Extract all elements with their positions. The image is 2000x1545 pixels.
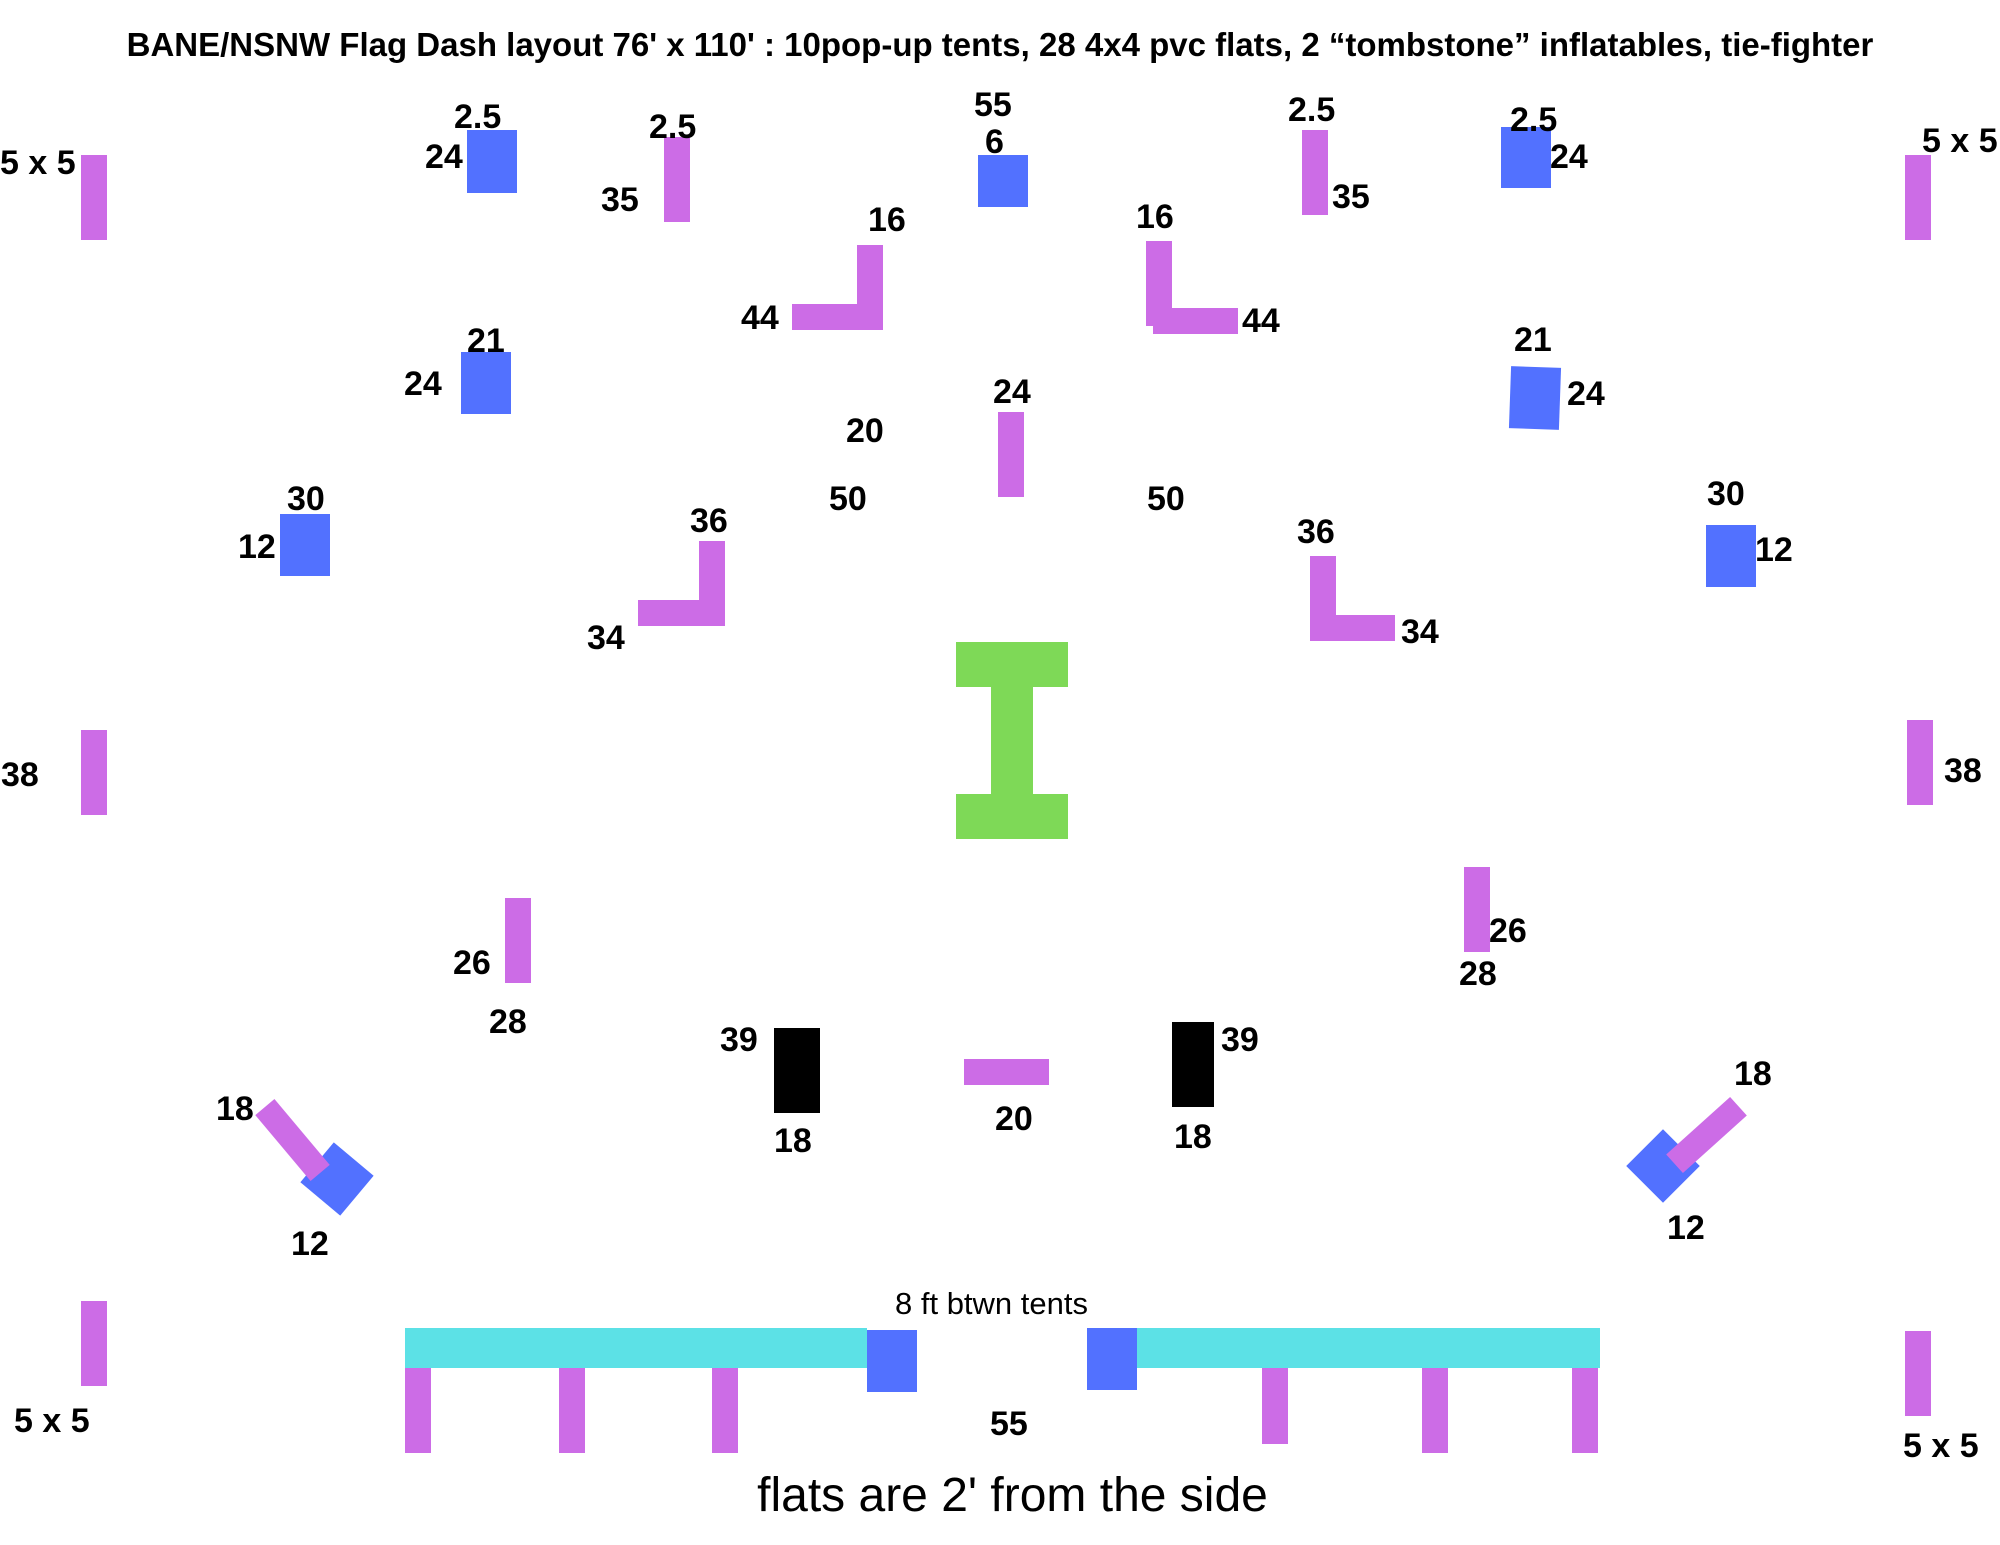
- pvc-flat-l-ml-horizontal: [638, 600, 723, 626]
- label-tent-l3-side: 12: [238, 528, 276, 566]
- pvc-flat-lower-right: [1464, 867, 1490, 952]
- label-diag-r-top: 18: [1734, 1055, 1772, 1093]
- label-center-20: 20: [846, 412, 884, 450]
- pvc-flat-bottom-l1: [405, 1368, 431, 1453]
- label-tent-tl-top: 2.5: [454, 98, 502, 136]
- pvc-flat-l-tr-horizontal: [1153, 308, 1238, 334]
- pvc-flat-diag-left: [255, 1099, 330, 1181]
- label-l-mr-side: 34: [1401, 613, 1439, 651]
- label-diag-r-bottom: 12: [1667, 1209, 1705, 1247]
- label-tent-r2-top: 21: [1514, 321, 1552, 359]
- pvc-flat-corner-tl: [81, 155, 107, 240]
- label-flat-tl-top: 2.5: [649, 108, 697, 146]
- label-tomb-l-top: 39: [720, 1021, 758, 1059]
- pvc-flat-right-mid: [1907, 720, 1933, 805]
- label-corner-bl: 5 x 5: [14, 1402, 90, 1440]
- pvc-flat-lower-left: [505, 898, 531, 983]
- label-flat-tl-side: 35: [601, 181, 639, 219]
- label-flat-tr-top: 2.5: [1288, 91, 1336, 129]
- pvc-flat-corner-tr: [1905, 155, 1931, 240]
- label-center-flat-bottom: 20: [995, 1100, 1033, 1138]
- pvc-flat-left-mid: [81, 730, 107, 815]
- pvc-flat-bottom-l3: [712, 1368, 738, 1453]
- pop-up-tent-tr: [1501, 127, 1551, 188]
- pvc-flat-top-right: [1302, 130, 1328, 215]
- pvc-flat-l-mr-horizontal: [1310, 615, 1395, 641]
- label-right-mid: 38: [1944, 752, 1982, 790]
- pvc-flat-corner-br: [1905, 1331, 1931, 1416]
- label-tent-l3-top: 30: [287, 480, 325, 518]
- label-diag-l-bottom: 12: [291, 1225, 329, 1263]
- label-tomb-r-bottom: 18: [1174, 1118, 1212, 1156]
- tombstone-inflatable-left: [774, 1028, 820, 1113]
- pvc-flat-center-lower: [964, 1059, 1049, 1085]
- label-tent-l2-side: 24: [404, 365, 442, 403]
- pop-up-tent-tl: [467, 130, 517, 193]
- pvc-flat-diag-right: [1666, 1096, 1747, 1174]
- label-l-tl-side: 44: [741, 299, 779, 337]
- pop-up-tent-left-3: [280, 514, 330, 576]
- tie-fighter-top-wing: [956, 642, 1068, 687]
- pvc-flat-bottom-r2: [1422, 1368, 1448, 1453]
- label-tent-r3-side: 12: [1755, 531, 1793, 569]
- pop-up-tent-right-2: [1508, 366, 1562, 430]
- pvc-flat-bottom-l2: [559, 1368, 585, 1453]
- label-tent-r2-side: 24: [1567, 375, 1605, 413]
- pvc-flat-corner-bl: [81, 1301, 107, 1386]
- tent-row-right: [1137, 1328, 1600, 1368]
- label-tent-tr-side: 24: [1550, 138, 1588, 176]
- pvc-flat-bottom-r1: [1262, 1368, 1288, 1444]
- label-l-tr-side: 44: [1242, 302, 1280, 340]
- flats-side-note: flats are 2' from the side: [757, 1469, 1268, 1522]
- label-tent-r3-top: 30: [1707, 475, 1745, 513]
- tent-row-left: [405, 1328, 867, 1368]
- label-l-tl-top: 16: [868, 201, 906, 239]
- label-l-ml-top: 36: [690, 502, 728, 540]
- pvc-flat-top-left: [664, 137, 690, 222]
- label-bottom-center: 55: [990, 1405, 1028, 1443]
- label-center-flat-top: 24: [993, 373, 1031, 411]
- tie-fighter-body: [991, 685, 1033, 796]
- pop-up-tent-bottom-right: [1087, 1328, 1137, 1390]
- label-l-mr-top: 36: [1297, 513, 1335, 551]
- label-l-ml-side: 34: [587, 619, 625, 657]
- pvc-flat-l-tl-horizontal: [792, 304, 877, 330]
- tie-fighter-bottom-wing: [956, 794, 1068, 839]
- pop-up-tent-right-3: [1706, 525, 1756, 587]
- pop-up-tent-bottom-left: [867, 1330, 917, 1392]
- label-flat-rl-a: 26: [1489, 912, 1527, 950]
- label-left-mid: 38: [1, 756, 39, 794]
- label-top-center-b: 6: [985, 123, 1004, 161]
- label-diag-l-top: 18: [216, 1090, 254, 1128]
- label-tent-l2-top: 21: [467, 322, 505, 360]
- label-tent-tl-side: 24: [425, 138, 463, 176]
- label-flat-ll-a: 26: [453, 944, 491, 982]
- label-flat-ll-b: 28: [489, 1003, 527, 1041]
- label-tomb-r-top: 39: [1221, 1021, 1259, 1059]
- label-l-tr-top: 16: [1136, 198, 1174, 236]
- diagram-title: BANE/NSNW Flag Dash layout 76' x 110' : …: [126, 26, 1874, 63]
- label-flat-rl-b: 28: [1459, 955, 1497, 993]
- label-corner-tl: 5 x 5: [0, 144, 76, 182]
- tent-gap-note: 8 ft btwn tents: [895, 1286, 1088, 1321]
- label-flat-tr-side: 35: [1332, 178, 1370, 216]
- label-tomb-l-bottom: 18: [774, 1122, 812, 1160]
- label-tent-tr-top: 2.5: [1510, 101, 1558, 139]
- pop-up-tent-top-center: [978, 155, 1028, 207]
- label-center-50-left: 50: [829, 480, 867, 518]
- tombstone-inflatable-right: [1172, 1022, 1214, 1107]
- label-corner-tr: 5 x 5: [1922, 122, 1998, 160]
- pop-up-tent-left-2: [461, 352, 511, 414]
- label-top-center-a: 55: [974, 86, 1012, 124]
- pvc-flat-center-upper: [998, 412, 1024, 497]
- label-center-50-right: 50: [1147, 480, 1185, 518]
- label-corner-br: 5 x 5: [1903, 1427, 1979, 1465]
- pvc-flat-bottom-r3: [1572, 1368, 1598, 1453]
